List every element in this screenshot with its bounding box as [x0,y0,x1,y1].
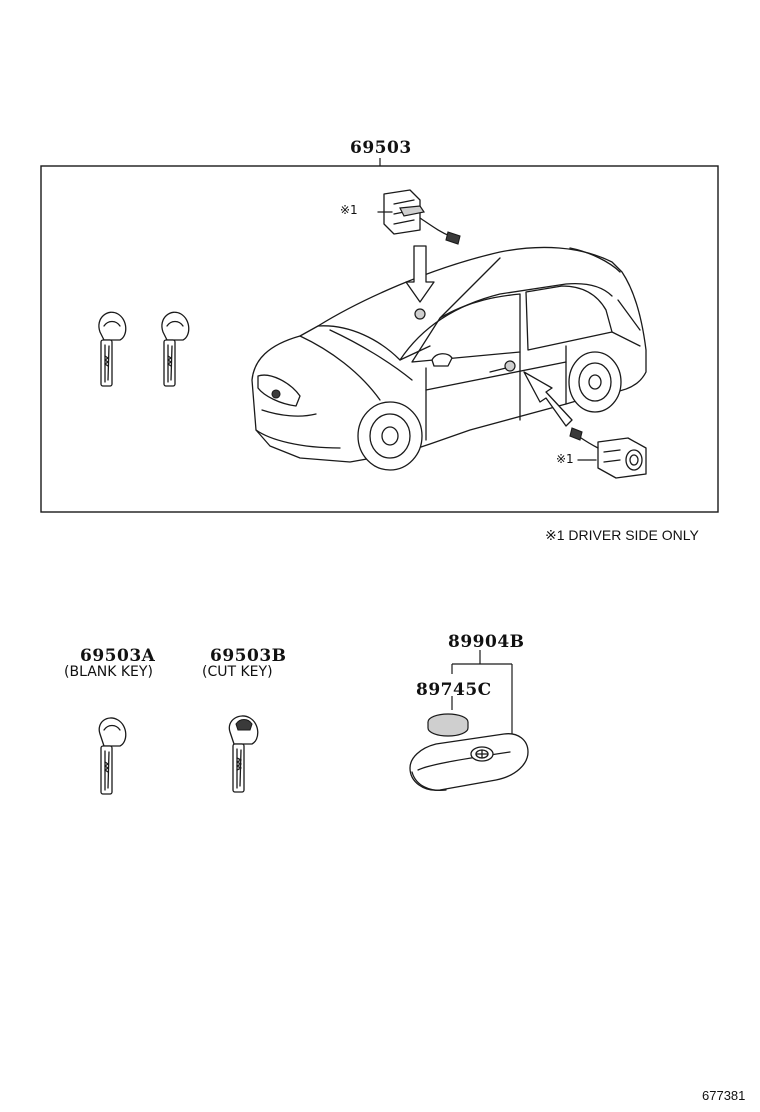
roof-target-dot [414,308,426,320]
smart-key-fob-icon [409,733,529,792]
blank-key-part-number: 69503A [80,646,156,666]
roof-cylinder-callout: ※1 [340,203,358,217]
down-arrow-icon [405,245,435,303]
key-icon [161,311,190,387]
cut-key-icon [228,715,259,793]
diagonal-arrow-icon [523,371,573,427]
lock-cylinder-icon [569,427,647,479]
key-icon [98,311,127,387]
battery-part-number: 89745C [416,680,492,700]
door-cylinder-callout: ※1 [556,452,574,466]
front-wheel [357,401,423,471]
transmitter-leader-lines [451,650,513,740]
cut-key-part-number: 69503B [210,646,287,666]
battery-icon [427,713,469,737]
footnote-driver-side: ※1 DRIVER SIDE ONLY [545,527,699,543]
cut-key-description: (CUT KEY) [202,664,273,680]
diagram-id: 677381 [702,1088,746,1103]
assembly-part-number: 69503 [350,138,412,158]
vehicle-icon [251,246,647,471]
blank-key-description: (BLANK KEY) [64,664,153,680]
transmitter-part-number: 89904B [448,632,525,652]
door-target-dot [504,360,516,372]
blank-key-icon [98,717,127,795]
lock-cylinder-icon [383,189,461,245]
rear-wheel [568,351,622,413]
